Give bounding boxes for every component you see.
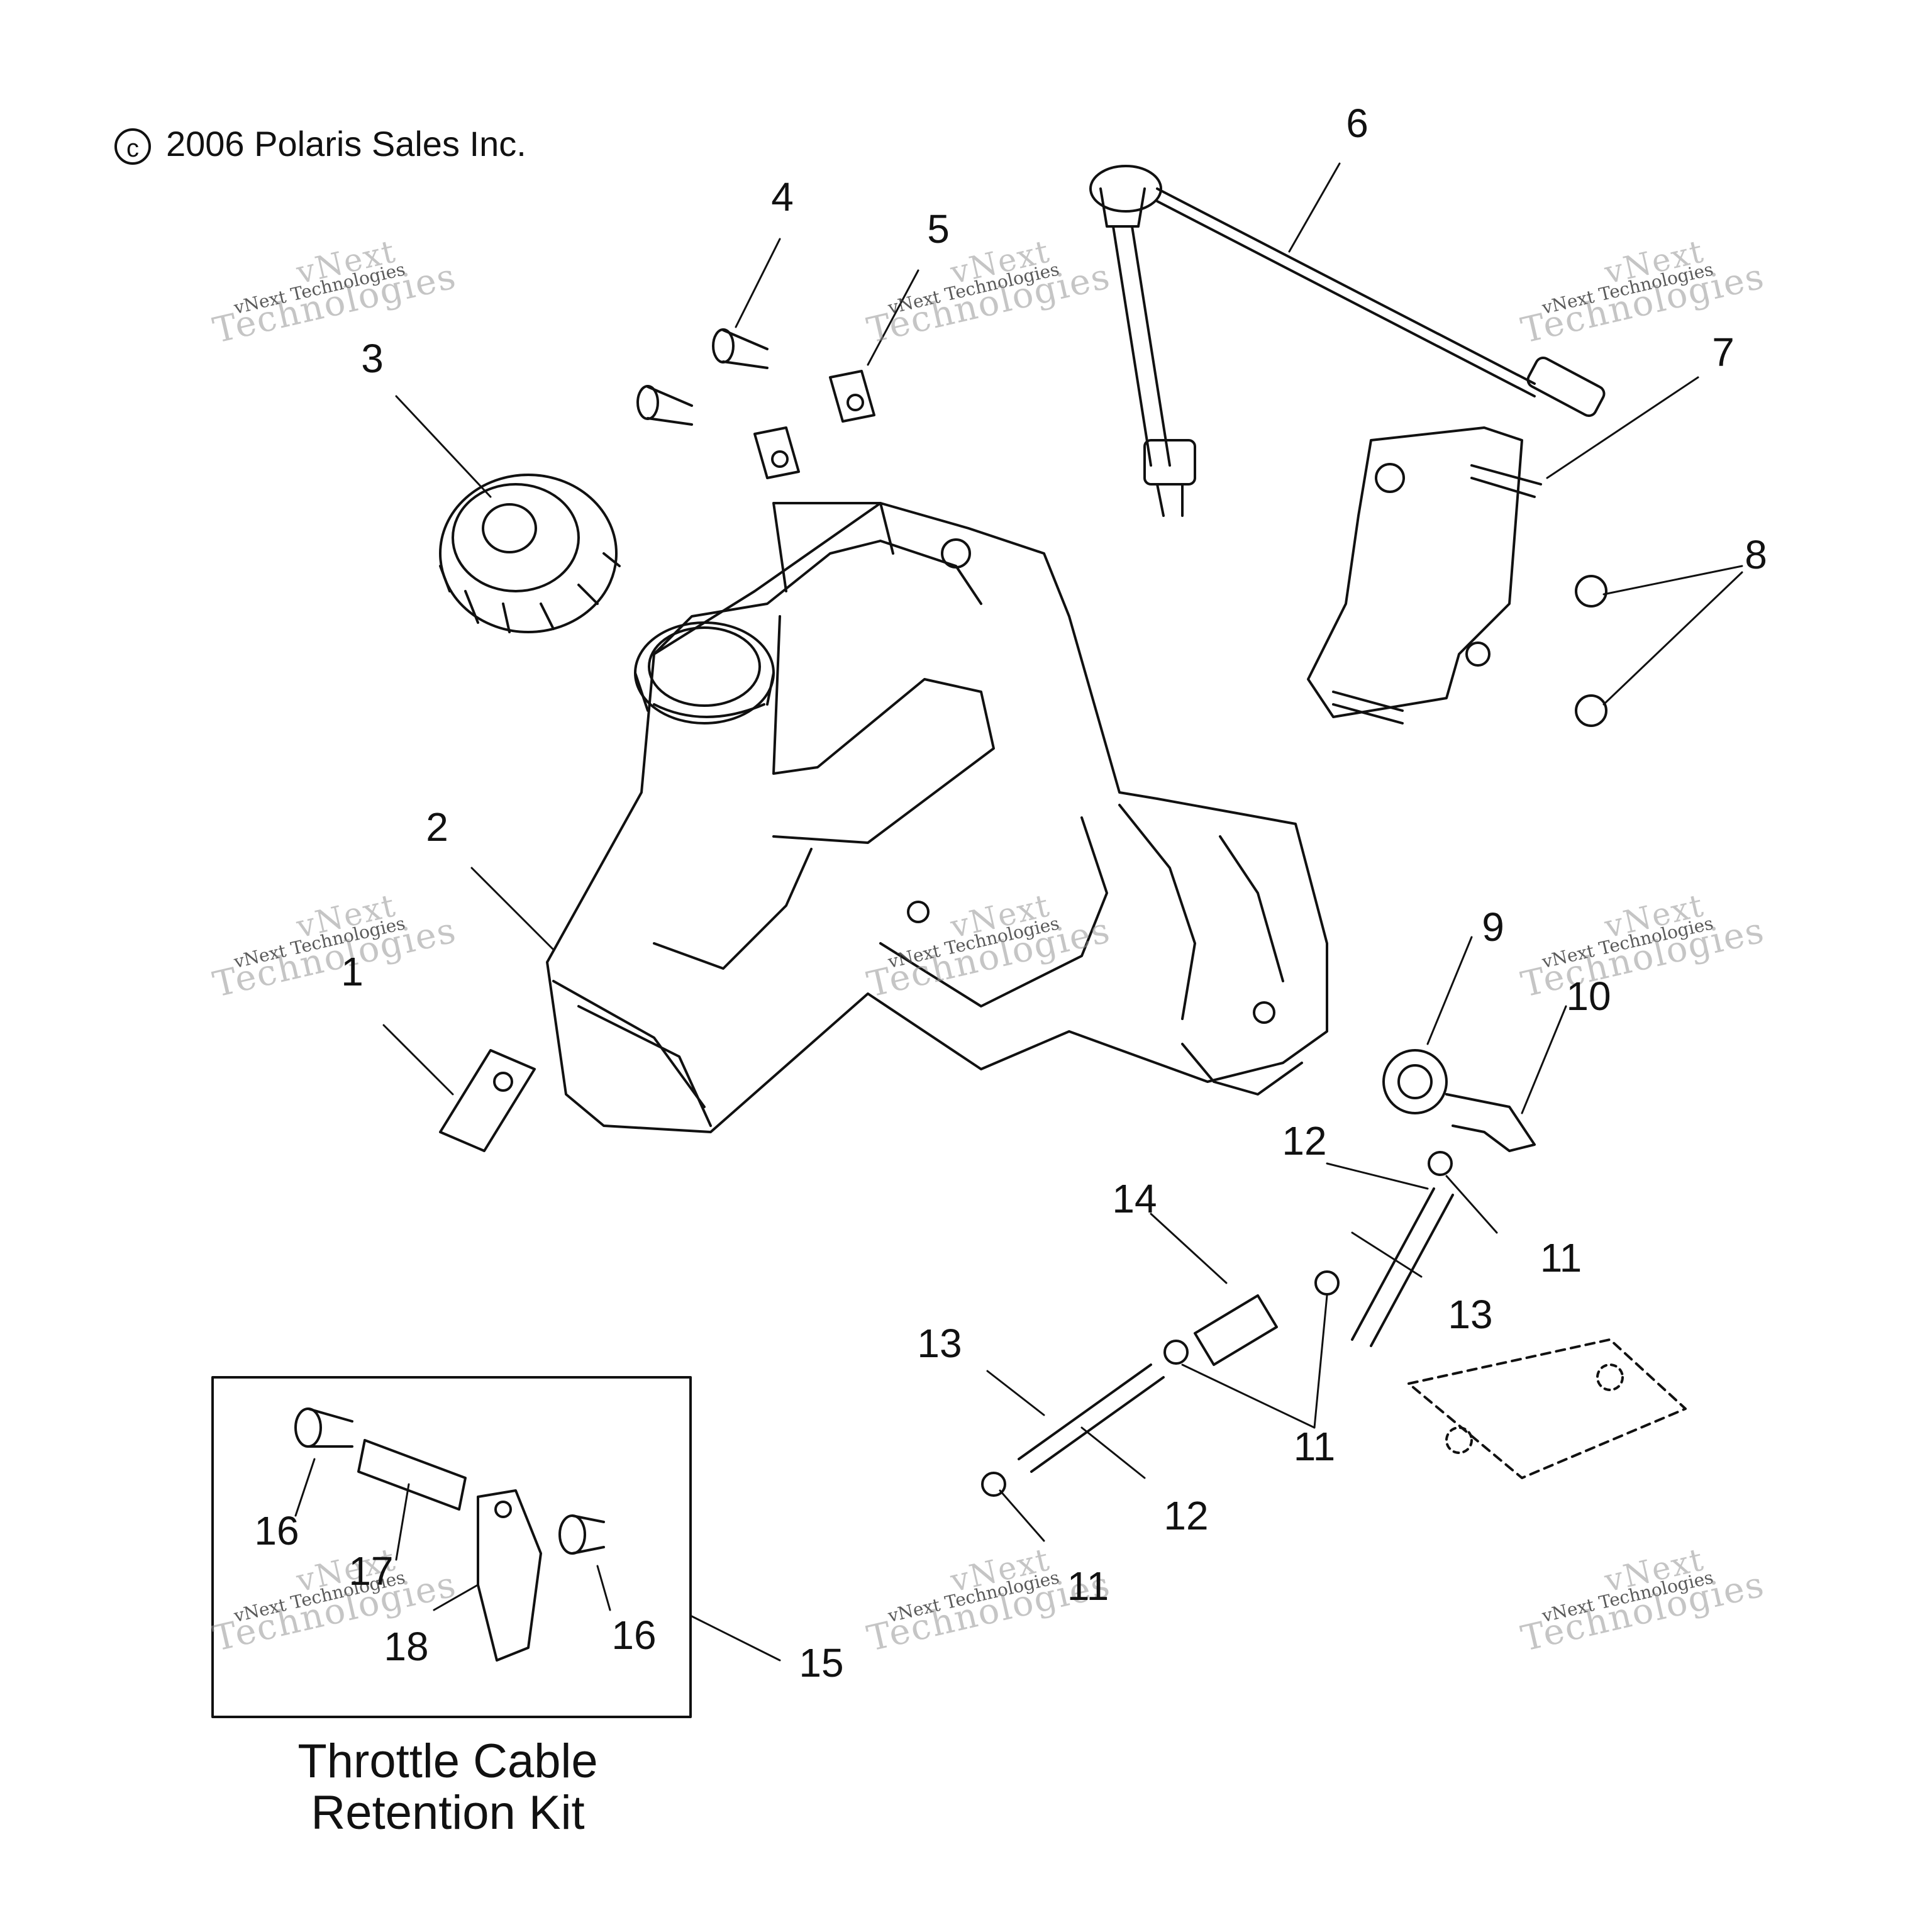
- callout-11-upper: 11: [1540, 1235, 1582, 1280]
- callout-16-left: 16: [254, 1508, 299, 1553]
- callout-10: 10: [1566, 974, 1611, 1019]
- callout-3: 3: [361, 336, 384, 381]
- kit-title-line-2: Retention Kit: [311, 1786, 585, 1840]
- kit-title: Throttle Cable Retention Kit: [228, 1736, 668, 1839]
- callout-1: 1: [341, 949, 364, 994]
- callout-12-lower: 12: [1163, 1493, 1209, 1538]
- rivets-and-clips: [636, 328, 875, 479]
- grommet-and-fitting: [1382, 1049, 1536, 1152]
- callout-17: 17: [348, 1548, 394, 1594]
- callout-14: 14: [1112, 1176, 1157, 1221]
- fuel-line-assembly: [981, 1151, 1687, 1497]
- callout-12-upper: 12: [1282, 1118, 1327, 1163]
- tank-clip: [439, 1049, 536, 1152]
- callout-9: 9: [1482, 904, 1504, 950]
- callout-18: 18: [384, 1624, 429, 1669]
- fuel-sender: [1089, 165, 1606, 517]
- callout-11-middle: 11: [1293, 1424, 1336, 1469]
- fuel-tank: [546, 502, 1328, 1133]
- kit-title-line-1: Throttle Cable: [297, 1735, 598, 1788]
- callout-13-upper: 13: [1448, 1292, 1493, 1337]
- fuel-cap: [439, 474, 621, 633]
- callout-13-lower: 13: [917, 1321, 962, 1366]
- copyright-text: 2006 Polaris Sales Inc.: [166, 124, 526, 164]
- copyright-symbol: c: [114, 128, 151, 165]
- callout-11-lower: 11: [1067, 1563, 1109, 1609]
- mounting-bracket: [1307, 426, 1607, 727]
- callout-5: 5: [927, 206, 950, 252]
- callout-4: 4: [771, 174, 794, 219]
- callout-2: 2: [426, 804, 448, 850]
- copyright-notice: c 2006 Polaris Sales Inc.: [114, 123, 526, 165]
- callout-15: 15: [799, 1640, 844, 1685]
- leader-lines: [294, 162, 1743, 1662]
- callout-6: 6: [1346, 101, 1368, 146]
- callout-8: 8: [1745, 532, 1767, 577]
- callout-16-right: 16: [611, 1613, 657, 1658]
- callout-7: 7: [1712, 330, 1735, 375]
